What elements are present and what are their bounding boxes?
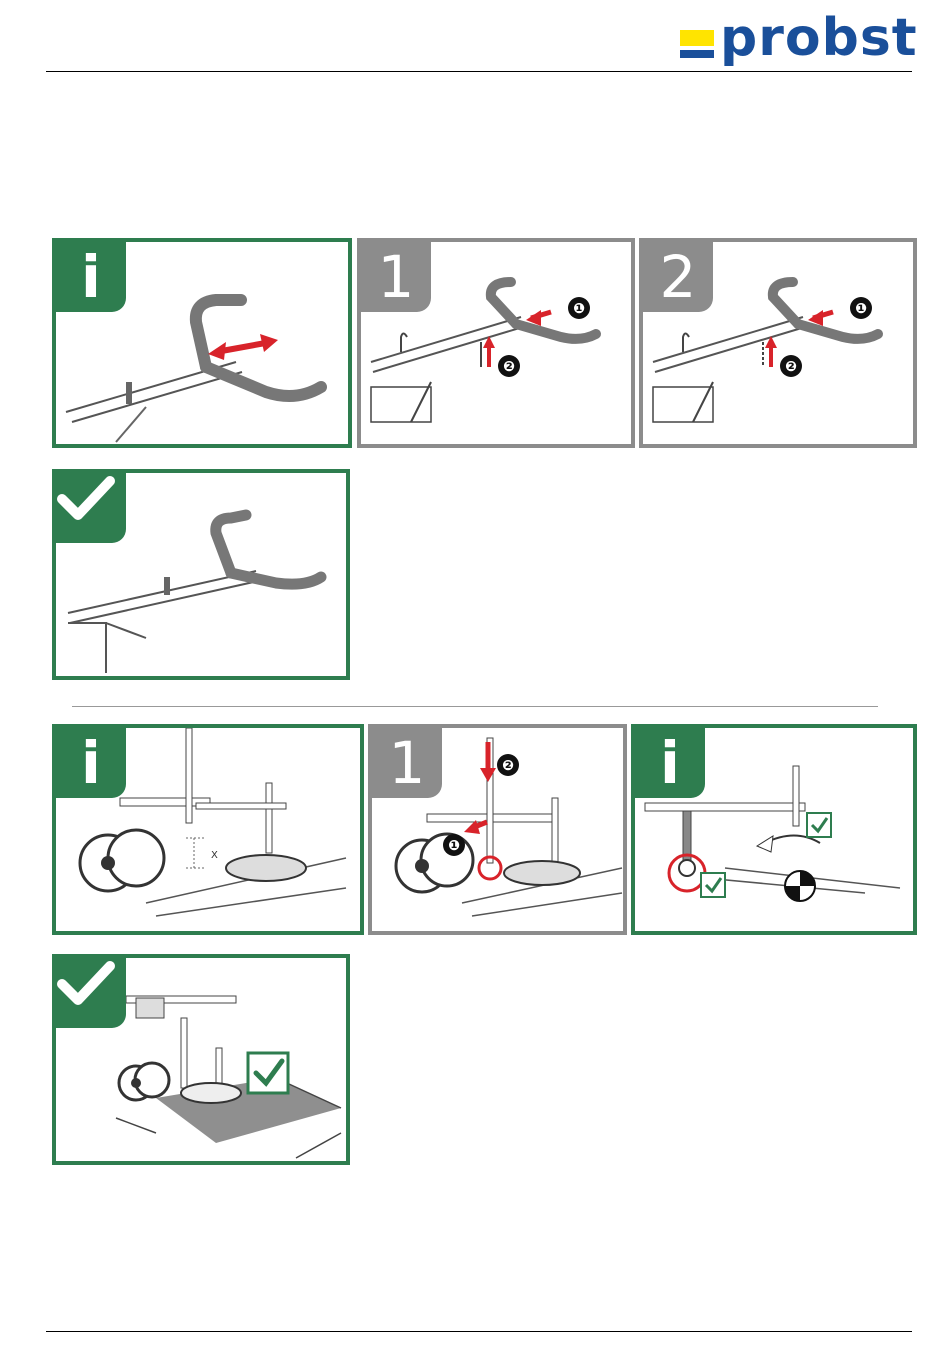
brand-logo: probst — [680, 22, 906, 68]
panel-info-pivot: i — [631, 724, 917, 935]
info-badge: i — [56, 242, 126, 312]
step-badge: 1 — [372, 728, 442, 798]
info-icon: i — [81, 248, 101, 306]
info-icon: i — [81, 734, 101, 792]
panel-result-handle — [52, 469, 350, 680]
step-number: 1 — [378, 248, 415, 306]
step-badge: 2 — [643, 242, 713, 312]
info-badge: i — [56, 728, 126, 798]
panel-step-2-handle: ❶ ❷ 2 — [639, 238, 917, 448]
panel-info-foot-height: X i — [52, 724, 364, 935]
footer-rule — [46, 1331, 912, 1332]
callout-2: ❷ — [785, 359, 797, 375]
panel-result-foot — [52, 954, 350, 1165]
logo-yellow-bar — [680, 30, 714, 46]
callout-1: ❶ — [855, 301, 867, 317]
step-number: 2 — [660, 248, 697, 306]
step-badge: 1 — [361, 242, 431, 312]
checkmark-icon — [56, 958, 116, 1008]
header-rule — [46, 71, 912, 72]
section-divider — [72, 706, 878, 707]
callout-1: ❶ — [573, 301, 585, 317]
check-badge — [56, 958, 126, 1028]
logo-blue-bar — [680, 50, 714, 58]
callout-1: ❶ — [448, 838, 460, 854]
callout-2: ❷ — [502, 758, 514, 774]
panel-step-1-foot: ❷ ❶ 1 — [368, 724, 627, 935]
dimension-label: X — [211, 850, 218, 861]
panel-step-1-handle: ❶ ❷ 1 — [357, 238, 635, 448]
step-number: 1 — [389, 734, 426, 792]
info-badge: i — [635, 728, 705, 798]
info-icon: i — [660, 734, 680, 792]
checkmark-icon — [56, 473, 116, 523]
panel-info-handle-slide: i — [52, 238, 352, 448]
logo-wordmark: probst — [720, 12, 918, 64]
check-badge — [56, 473, 126, 543]
callout-2: ❷ — [503, 359, 515, 375]
